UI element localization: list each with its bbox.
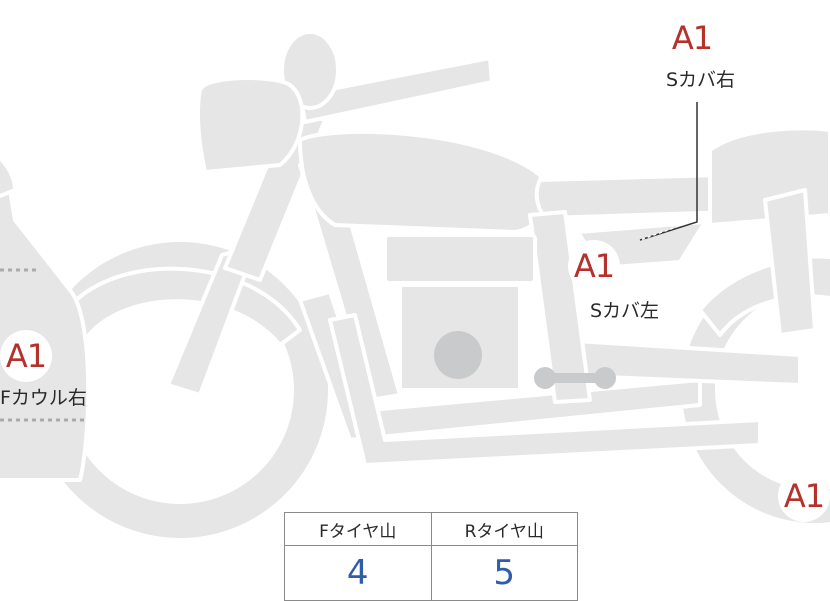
- fairing-cap: [0, 155, 17, 199]
- callout-leader-line: [639, 102, 698, 241]
- table-header-rear-tire: Rタイヤ山: [430, 512, 578, 546]
- callout-label-s-cover-right: Sカバ右: [666, 69, 736, 91]
- callout-badge-f-cowl-right: A1: [0, 330, 52, 382]
- engine: [383, 233, 537, 392]
- fuel-tank: [298, 129, 546, 234]
- table-header-front-tire: Fタイヤ山: [284, 512, 432, 546]
- callout-leader-dash: [639, 221, 691, 241]
- callout-badge-rear: A1: [778, 470, 830, 522]
- motorcycle-diagram: [0, 30, 830, 542]
- kickstand: [534, 367, 616, 389]
- table-value-rear-tire: 5: [430, 545, 578, 601]
- table-value-front-tire: 4: [284, 545, 432, 601]
- callout-badge-s-cover-right: A1: [666, 12, 718, 64]
- callout-badge-s-cover-left: A1: [568, 240, 620, 292]
- rear-frame: [528, 210, 592, 404]
- tire-tread-table: Fタイヤ山 Rタイヤ山 4 5: [284, 512, 578, 601]
- rear-upright: [763, 188, 817, 337]
- front-cowl: [195, 76, 305, 174]
- callout-label-s-cover-left: Sカバ左: [590, 300, 660, 322]
- exhaust-pipe-lower: [328, 313, 762, 467]
- callout-label-f-cowl-right: Fカウル右: [0, 387, 87, 409]
- front-fairing: [0, 182, 91, 482]
